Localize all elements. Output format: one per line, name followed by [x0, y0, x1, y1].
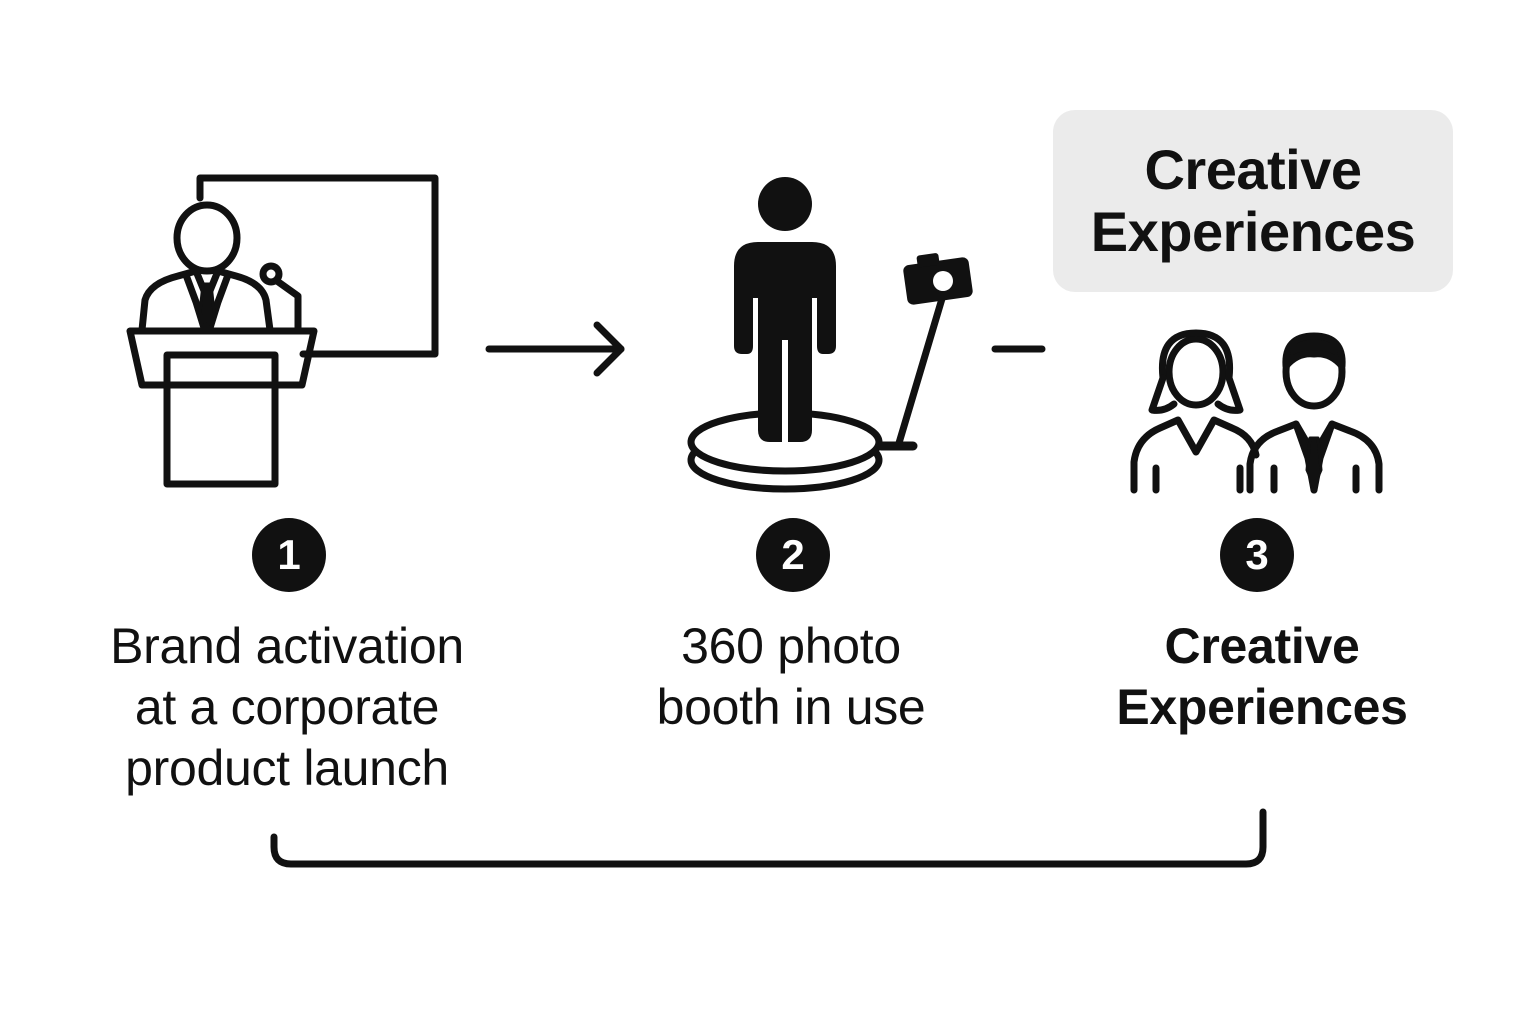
camera-top — [916, 253, 940, 268]
arrow-right-icon — [485, 321, 625, 377]
step-3-number: 3 — [1245, 531, 1269, 578]
presenter-lapel-left — [182, 271, 208, 332]
step-1-caption: Brand activation at a corporate product … — [110, 618, 464, 796]
step-3-badge: 3 — [1220, 518, 1294, 592]
presenter-head — [173, 201, 241, 275]
callout-box: Creative Experiences — [1053, 110, 1453, 292]
two-people-icon — [1130, 329, 1383, 494]
bottom-bracket — [270, 808, 1267, 868]
presentation-screen — [196, 174, 439, 358]
man-hair — [1282, 332, 1346, 370]
camera-lens — [933, 271, 953, 291]
step-1-badge: 1 — [252, 518, 326, 592]
woman-body — [1130, 416, 1260, 494]
step-3-caption: Creative Experiences — [1116, 618, 1408, 735]
podium-front — [163, 351, 279, 488]
woman-hair — [1158, 329, 1244, 414]
woman-face — [1165, 335, 1227, 409]
step-1-number: 1 — [277, 531, 301, 578]
step-2-caption: 360 photo booth in use — [656, 618, 926, 735]
presenter-lapel-right — [206, 271, 232, 332]
step-2-number: 2 — [781, 531, 805, 578]
microphone-stand — [273, 277, 302, 334]
callout-text: Creative Experiences — [1090, 138, 1416, 263]
presenter-at-podium-icon — [126, 174, 439, 488]
person-on-360-platform-icon — [687, 177, 973, 493]
microphone-head — [259, 262, 283, 286]
presenter-tie — [198, 282, 216, 330]
woman-hair-left — [1148, 374, 1178, 414]
podium-top — [126, 327, 318, 389]
person-head — [758, 177, 812, 231]
man-tie — [1305, 436, 1323, 488]
step-2-badge: 2 — [756, 518, 830, 592]
camera-arm — [895, 288, 948, 447]
